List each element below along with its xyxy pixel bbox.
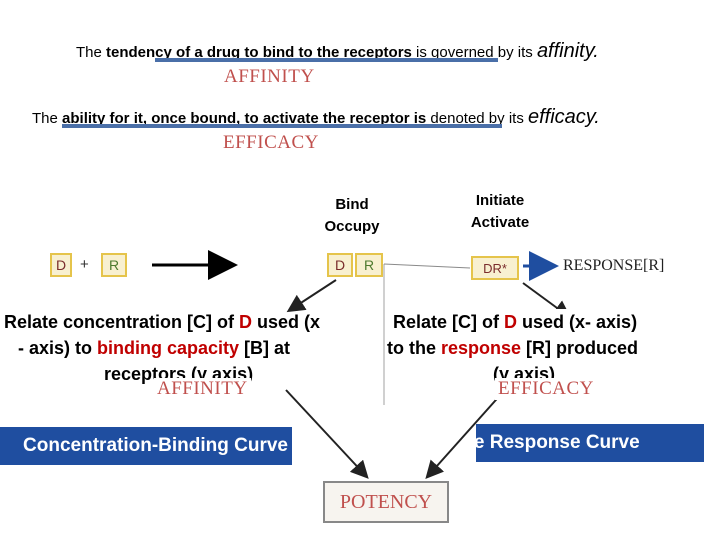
initiate-activate-label: Initiate Activate [470, 192, 530, 231]
efficacy-heading: EFFICACY [223, 132, 319, 153]
affinity-heading: AFFINITY [224, 66, 315, 87]
right-relate-text: Relate [C] of D used (x- axis) to the re… [387, 309, 639, 387]
activated-complex-chip: DR* [471, 256, 519, 280]
affinity-definition: The tendency of a drug to bind to the re… [76, 40, 599, 62]
left-relate-text: Relate concentration [C] of D used (x - … [4, 312, 321, 384]
affinity-to-potency-arrow [285, 389, 369, 479]
concentration-binding-curve-box: Concentration-Binding Curve [0, 427, 292, 465]
efficacy-definition: The ability for it, once bound, to activ… [32, 106, 600, 128]
efficacy-term: efficacy. [527, 106, 600, 128]
affinity-label: AFFINITY [154, 378, 251, 400]
efficacy-underline [62, 124, 502, 128]
efficacy-definition-bold: ability for it, once bound, to activate … [62, 110, 427, 127]
response-label: RESPONSE[R] [563, 257, 665, 274]
affinity-underline [155, 58, 498, 62]
dose-response-curve-box: Dose Response Curve [476, 424, 704, 462]
complex-drug-chip: D [327, 253, 353, 277]
affinity-branch-arrow [286, 279, 337, 313]
potency-box: POTENCY [323, 481, 449, 523]
plus-sign: + [80, 256, 89, 273]
affinity-definition-bold: tendency of a drug to bind to the recept… [106, 44, 412, 61]
efficacy-label: EFFICACY [495, 378, 597, 400]
affinity-term: affinity. [536, 40, 599, 62]
complex-receptor-chip: R [355, 253, 383, 277]
receptor-chip: R [101, 253, 127, 277]
activate-connector [383, 263, 471, 269]
bind-occupy-label: Bind Occupy [324, 196, 380, 235]
efficacy-to-potency-arrow [425, 391, 504, 479]
drug-chip: D [50, 253, 72, 277]
